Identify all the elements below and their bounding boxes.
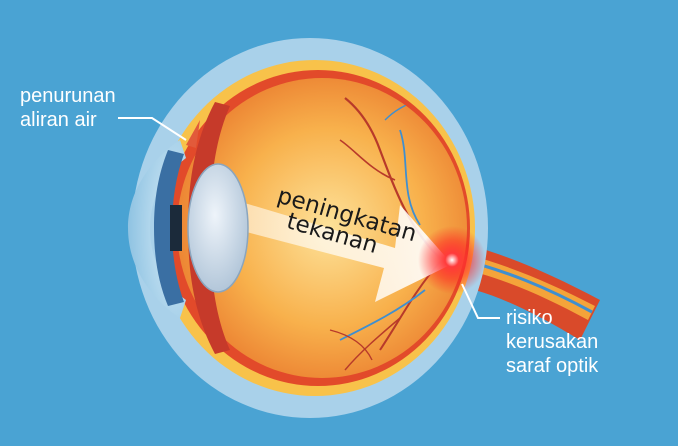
drainage-label-line2: aliran air [20, 109, 97, 131]
drainage-angle [186, 120, 200, 148]
pressure-arrow [208, 195, 452, 302]
nerve-label-line3: saraf optik [506, 355, 599, 377]
nerve-label: risiko kerusakan saraf optik [506, 306, 598, 378]
optic-nerve-damage-glow [418, 226, 486, 294]
iris [154, 150, 184, 306]
drainage-label-line1: penurunan [20, 85, 116, 107]
cornea [128, 140, 186, 318]
nerve-label-line1: risiko [506, 307, 553, 329]
drainage-label: penurunan aliran air [20, 84, 116, 132]
nerve-label-line2: kerusakan [506, 331, 599, 353]
drainage-leader-line [118, 117, 187, 141]
nerve-leader-line [461, 283, 500, 319]
lens [187, 163, 249, 293]
